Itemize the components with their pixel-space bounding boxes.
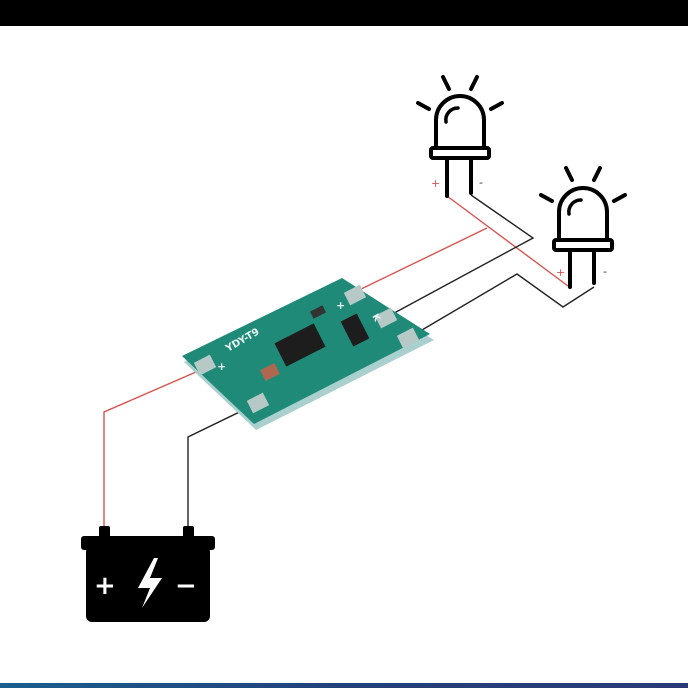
board-plus-left: +: [217, 360, 226, 373]
wire-battery-negative: [187, 402, 259, 526]
pad-input-negative: [246, 392, 270, 414]
pad-led-positive: [343, 284, 367, 306]
led-1-icon: [416, 75, 504, 198]
transistor: [340, 313, 370, 347]
pad-k: [374, 307, 398, 329]
wire-board-led-positive: [354, 227, 488, 293]
wire-led2-negative: [404, 273, 595, 341]
wire-led1-negative: [384, 194, 535, 319]
pad-input-positive: [193, 354, 217, 376]
led2-plus-label: +: [556, 266, 565, 279]
lightning-icon: [138, 558, 162, 608]
top-black-bar: [0, 0, 688, 26]
diode: [260, 363, 280, 381]
pad-l: [396, 327, 420, 349]
led2-minus-label: -: [603, 265, 607, 278]
ic-chip: [274, 323, 326, 367]
bottom-blue-bar: [0, 683, 688, 688]
battery-icon: [81, 526, 215, 622]
wire-battery-positive: [103, 371, 197, 526]
battery-plus-label: +: [94, 571, 116, 601]
board-k-label: K: [369, 313, 382, 325]
led1-minus-label: -: [479, 176, 483, 189]
battery-minus-label: −: [175, 571, 197, 601]
led-2-icon: [539, 166, 627, 289]
led1-plus-label: +: [431, 177, 440, 190]
board-plus-top: +: [336, 299, 345, 312]
resistor: [309, 305, 327, 319]
wire-led1-positive: [446, 195, 569, 287]
driver-board: YDY-T9 + + K: [182, 278, 434, 430]
